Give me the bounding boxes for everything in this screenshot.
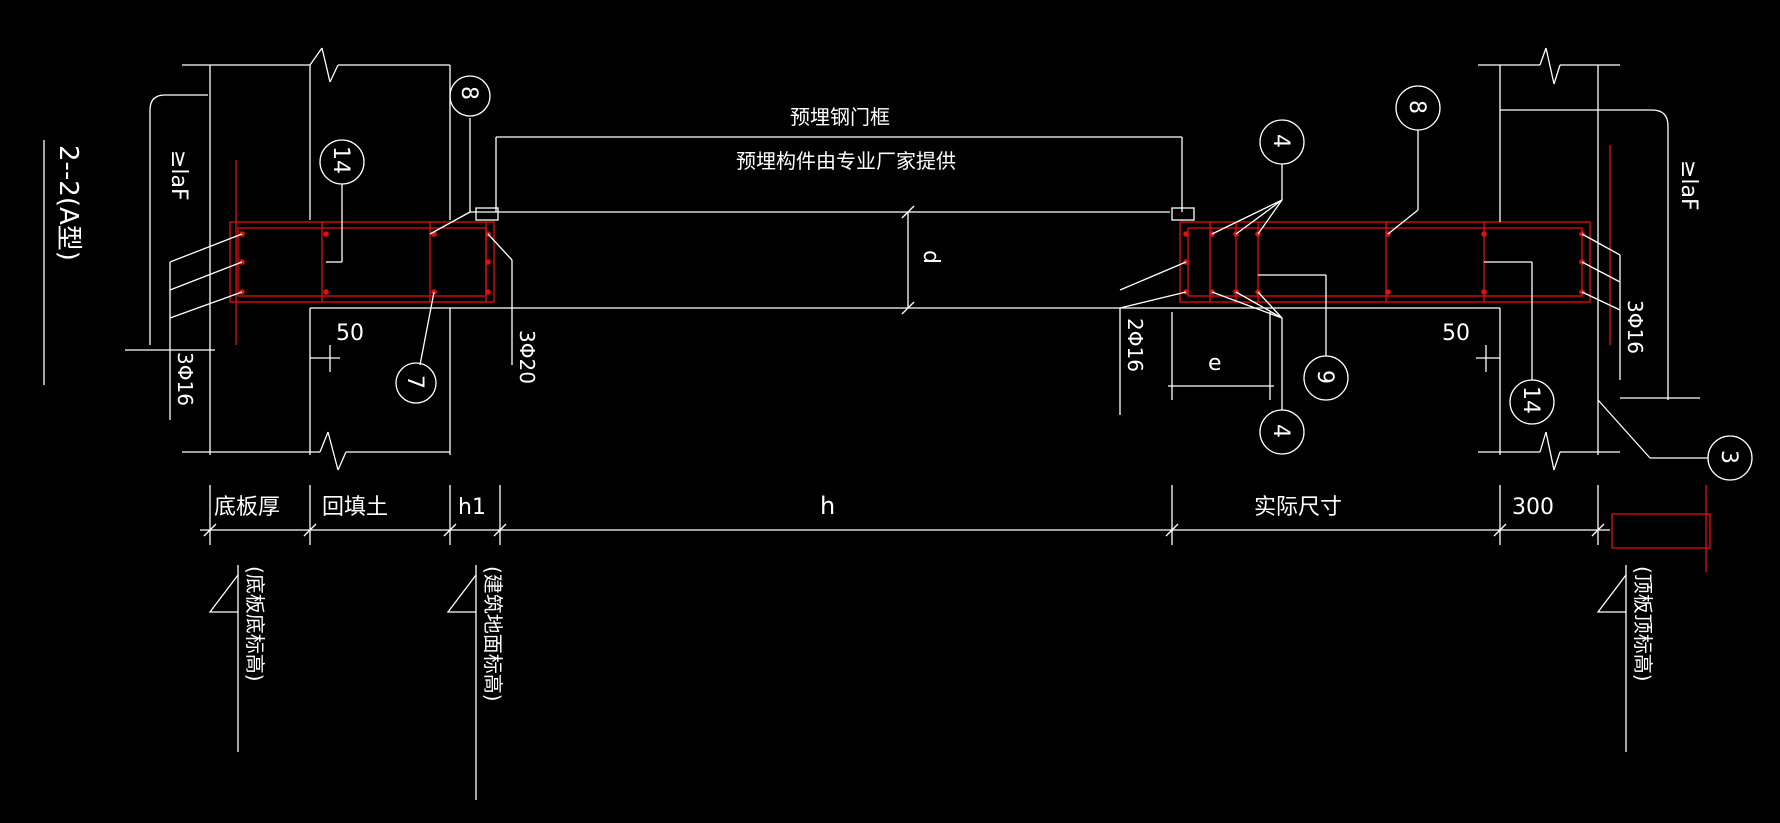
left-break-bottom-2: [327, 431, 339, 471]
callout-14-right-label: 14: [1518, 386, 1543, 414]
left-leader: [169, 261, 243, 291]
left-break-bottom-3: [337, 451, 347, 471]
rebar-dot: [485, 259, 491, 265]
frame-note: 预埋钢门框: [790, 105, 890, 129]
right-break-top: [1539, 47, 1547, 66]
dim-backfill: 回填土: [322, 495, 388, 520]
callout-14-left-label: 14: [328, 146, 353, 174]
right-2phi16-label: 2Φ16: [1123, 318, 1147, 372]
right-50-label: 50: [1442, 321, 1470, 346]
dim-tick: [443, 523, 457, 537]
callout-4-top-label: 4: [1268, 134, 1293, 148]
d-tick: [901, 205, 915, 219]
left-break-bottom: [319, 431, 329, 453]
right-2phi16-leader: [1119, 291, 1187, 309]
dim-h: h: [820, 492, 835, 520]
dim-actual-size: 实际尺寸: [1254, 495, 1342, 520]
section-title: 2--2(A型): [53, 145, 83, 261]
mid-leader: [487, 233, 513, 261]
right-leader: [1581, 233, 1621, 256]
dim-bottom-thickness: 底板厚: [214, 495, 280, 520]
left-break-top-2: [321, 47, 331, 83]
callout-7-leader: [419, 291, 435, 366]
right-laf-label: ≥laF: [1676, 160, 1701, 211]
right-embed-plate: [1171, 207, 1195, 221]
right-break-top-2: [1545, 47, 1555, 85]
callout-4-bottom-label: 4: [1268, 424, 1293, 438]
right-break-bottom-2: [1545, 431, 1555, 471]
supplier-note: 预埋构件由专业厂家提供: [736, 149, 956, 173]
left-50-label: 50: [336, 321, 364, 346]
dim-h1: h1: [458, 495, 486, 520]
callout-4-top-leader: [1257, 199, 1283, 235]
right-break-top-3: [1553, 64, 1561, 85]
left-leader: [169, 291, 243, 319]
callout-8-left: [449, 75, 491, 117]
left-rebar-cage-outer: [229, 221, 495, 303]
left-anchor-bar: [149, 94, 208, 345]
callout-7: [395, 362, 437, 404]
dim-tick: [303, 523, 317, 537]
callout-7-label: 7: [402, 375, 427, 389]
callout-3-label: 3: [1716, 450, 1741, 464]
dim-tick: [1165, 523, 1179, 537]
callout-9-label: 9: [1312, 370, 1337, 384]
red-marker-box: [1611, 513, 1711, 549]
rebar-dot: [1183, 231, 1189, 237]
elev-top-slab: (顶板顶标高): [1631, 566, 1655, 682]
right-2phi16-leader: [1119, 261, 1187, 291]
left-leader: [169, 233, 243, 263]
callout-4-bottom-leader: [1257, 291, 1283, 319]
d-tick: [901, 301, 915, 315]
right-rebar-cage-outer: [1179, 221, 1591, 303]
right-break-bottom: [1539, 431, 1547, 453]
callout-8-right-label: 8: [1404, 100, 1429, 114]
rebar-dot: [1481, 231, 1487, 237]
dim-tick: [493, 523, 507, 537]
elev-bottom-slab-marker: [208, 574, 239, 613]
callout-4-top-leader: [1235, 199, 1283, 235]
left-rebar-cage-inner: [237, 227, 487, 297]
dim-tick: [1591, 523, 1605, 537]
right-break-bottom-3: [1553, 451, 1561, 471]
mid-3phi20-label: 3Φ20: [515, 330, 539, 384]
callout-4-top-leader: [1211, 199, 1283, 235]
elev-bottom-slab: (底板底标高): [243, 566, 267, 682]
elev-top-slab-marker: [1596, 574, 1627, 613]
rebar-dot: [323, 289, 329, 295]
dim-300: 300: [1512, 495, 1554, 520]
right-3phi16-label: 3Φ16: [1623, 300, 1647, 354]
callout-8-left-label: 8: [456, 86, 481, 100]
right-leader: [1581, 291, 1621, 311]
right-anchor-bar: [1500, 109, 1669, 400]
elev-floor: (建筑地面标高): [481, 566, 505, 702]
d-label: d: [918, 250, 943, 264]
elev-floor-marker: [446, 574, 477, 613]
rebar-dot: [1385, 289, 1391, 295]
left-3phi16-label: 3Φ16: [173, 352, 197, 406]
callout-8-left-leader: [429, 211, 471, 235]
left-laf-label: ≥laF: [166, 150, 191, 201]
e-label: e: [1208, 351, 1222, 376]
rebar-dot: [1481, 289, 1487, 295]
left-break-top: [309, 47, 323, 66]
left-break-top-3: [329, 64, 339, 83]
dim-tick: [1493, 523, 1507, 537]
right-leader: [1581, 261, 1621, 283]
rebar-dot: [323, 231, 329, 237]
left-embed-plate: [475, 207, 499, 221]
callout-4-bottom-leader: [1235, 291, 1283, 319]
dim-tick: [203, 523, 217, 537]
callout-8-right-leader: [1387, 209, 1419, 235]
callout-3-leader: [1597, 399, 1651, 459]
rebar-dot: [485, 289, 491, 295]
